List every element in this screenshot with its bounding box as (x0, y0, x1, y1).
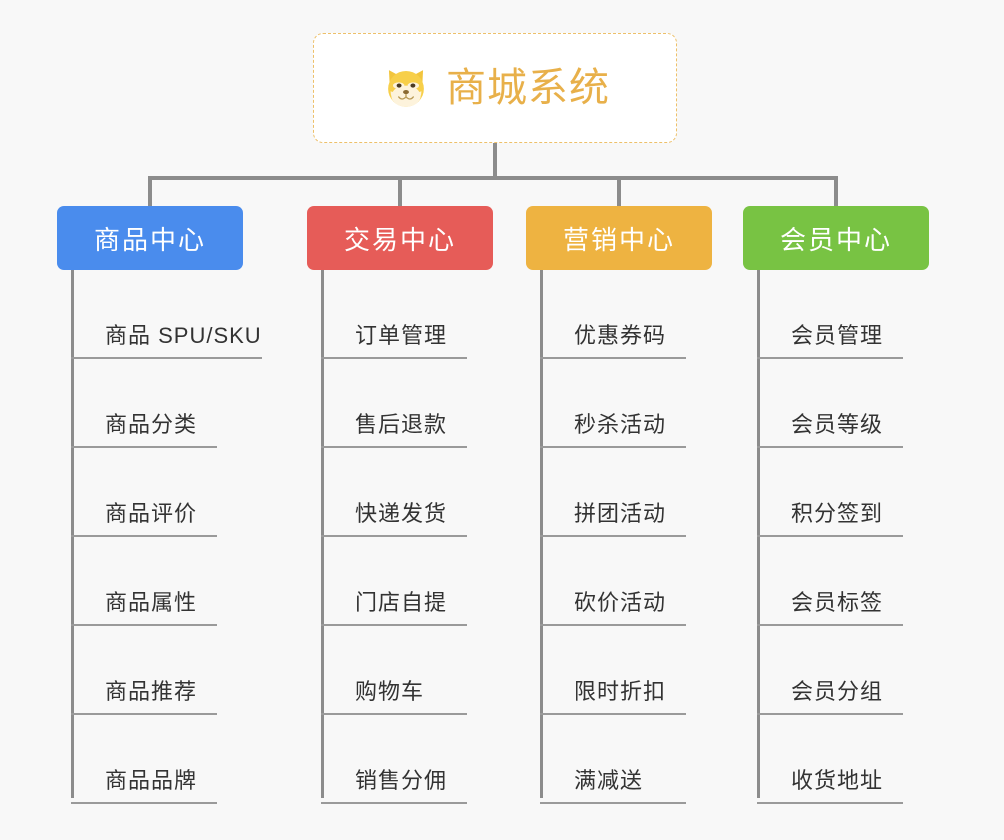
leaf-label: 商品 SPU/SKU (105, 318, 262, 359)
root-node-shopping-mall-system[interactable]: 商城系统 (313, 33, 677, 143)
connector-to-category-1 (398, 176, 402, 208)
connector-horizontal-bus (148, 176, 838, 180)
leaf-item[interactable]: 售后退款 (321, 359, 493, 448)
category-node-0[interactable]: 商品中心 (57, 206, 243, 270)
leaf-underline (540, 713, 574, 715)
leaf-item[interactable]: 积分签到 (757, 448, 929, 537)
leaf-item[interactable]: 优惠券码 (540, 270, 712, 359)
leaf-underline (540, 802, 574, 804)
leaf-label: 会员分组 (791, 674, 903, 715)
root-title: 商城系统 (446, 66, 610, 110)
leaf-underline (757, 624, 791, 626)
leaf-underline (321, 802, 355, 804)
leaf-item[interactable]: 会员管理 (757, 270, 929, 359)
leaf-underline (321, 357, 355, 359)
leaf-item[interactable]: 快递发货 (321, 448, 493, 537)
leaf-spine-0 (71, 270, 74, 798)
leaf-label: 优惠券码 (574, 318, 686, 359)
leaf-item[interactable]: 商品品牌 (71, 715, 262, 804)
connector-to-category-0 (148, 176, 152, 208)
leaf-label: 秒杀活动 (574, 407, 686, 448)
category-node-3[interactable]: 会员中心 (743, 206, 929, 270)
leaf-label: 满减送 (574, 763, 686, 804)
leaf-stack-2: 优惠券码 秒杀活动 拼团活动 砍价活动 限时折扣 满减送 (540, 270, 712, 804)
leaf-item[interactable]: 商品 SPU/SKU (71, 270, 262, 359)
leaf-item[interactable]: 砍价活动 (540, 537, 712, 626)
leaf-label: 售后退款 (355, 407, 467, 448)
leaf-label: 销售分佣 (355, 763, 467, 804)
leaf-underline (540, 535, 574, 537)
leaf-underline (540, 624, 574, 626)
leaf-label: 会员标签 (791, 585, 903, 626)
leaf-underline (757, 535, 791, 537)
leaf-underline (321, 713, 355, 715)
leaf-label: 快递发货 (355, 496, 467, 537)
leaf-item[interactable]: 拼团活动 (540, 448, 712, 537)
category-node-2[interactable]: 营销中心 (526, 206, 712, 270)
category-node-1[interactable]: 交易中心 (307, 206, 493, 270)
leaf-underline (71, 446, 105, 448)
leaf-underline (71, 535, 105, 537)
leaf-label: 收货地址 (791, 763, 903, 804)
leaf-label: 商品分类 (105, 407, 217, 448)
leaf-underline (71, 802, 105, 804)
leaf-label: 商品推荐 (105, 674, 217, 715)
leaf-stack-1: 订单管理 售后退款 快递发货 门店自提 购物车 销售分佣 (321, 270, 493, 804)
leaf-spine-3 (757, 270, 760, 798)
leaf-label: 限时折扣 (574, 674, 686, 715)
leaf-label: 商品品牌 (105, 763, 217, 804)
connector-to-category-3 (834, 176, 838, 208)
leaf-item[interactable]: 门店自提 (321, 537, 493, 626)
leaf-underline (321, 446, 355, 448)
leaf-stack-3: 会员管理 会员等级 积分签到 会员标签 会员分组 收货地址 (757, 270, 929, 804)
leaf-underline (71, 357, 105, 359)
leaf-label: 订单管理 (355, 318, 467, 359)
leaf-item[interactable]: 订单管理 (321, 270, 493, 359)
leaf-underline (540, 446, 574, 448)
leaf-item[interactable]: 会员标签 (757, 537, 929, 626)
leaf-label: 商品评价 (105, 496, 217, 537)
leaf-underline (321, 535, 355, 537)
leaf-underline (321, 624, 355, 626)
leaf-label: 购物车 (355, 674, 467, 715)
leaf-label: 商品属性 (105, 585, 217, 626)
leaf-item[interactable]: 商品推荐 (71, 626, 262, 715)
leaf-label: 积分签到 (791, 496, 903, 537)
leaf-spine-1 (321, 270, 324, 798)
leaf-underline (71, 624, 105, 626)
leaf-item[interactable]: 秒杀活动 (540, 359, 712, 448)
leaf-item[interactable]: 商品属性 (71, 537, 262, 626)
connector-to-category-2 (617, 176, 621, 208)
leaf-item[interactable]: 商品评价 (71, 448, 262, 537)
leaf-label: 会员管理 (791, 318, 903, 359)
leaf-item[interactable]: 会员分组 (757, 626, 929, 715)
leaf-underline (757, 357, 791, 359)
leaf-underline (71, 713, 105, 715)
leaf-label: 会员等级 (791, 407, 903, 448)
leaf-item[interactable]: 限时折扣 (540, 626, 712, 715)
branch-column-1: 交易中心 订单管理 售后退款 快递发货 门店自提 购物车 (307, 206, 493, 804)
leaf-item[interactable]: 商品分类 (71, 359, 262, 448)
leaf-underline (540, 357, 574, 359)
branch-column-0: 商品中心 商品 SPU/SKU 商品分类 商品评价 商品属性 商品推荐 (57, 206, 262, 804)
leaf-item[interactable]: 会员等级 (757, 359, 929, 448)
leaf-underline (757, 446, 791, 448)
leaf-spine-2 (540, 270, 543, 798)
leaf-item[interactable]: 满减送 (540, 715, 712, 804)
shiba-dog-icon (380, 62, 432, 114)
leaf-label: 砍价活动 (574, 585, 686, 626)
leaf-item[interactable]: 购物车 (321, 626, 493, 715)
branch-column-2: 营销中心 优惠券码 秒杀活动 拼团活动 砍价活动 限时折扣 (526, 206, 712, 804)
leaf-stack-0: 商品 SPU/SKU 商品分类 商品评价 商品属性 商品推荐 商品品牌 (71, 270, 262, 804)
leaf-label: 门店自提 (355, 585, 467, 626)
leaf-underline (757, 802, 791, 804)
connector-root-vertical (493, 143, 497, 179)
leaf-underline (757, 713, 791, 715)
leaf-item[interactable]: 收货地址 (757, 715, 929, 804)
leaf-label: 拼团活动 (574, 496, 686, 537)
branch-column-3: 会员中心 会员管理 会员等级 积分签到 会员标签 会员分组 (743, 206, 929, 804)
leaf-item[interactable]: 销售分佣 (321, 715, 493, 804)
